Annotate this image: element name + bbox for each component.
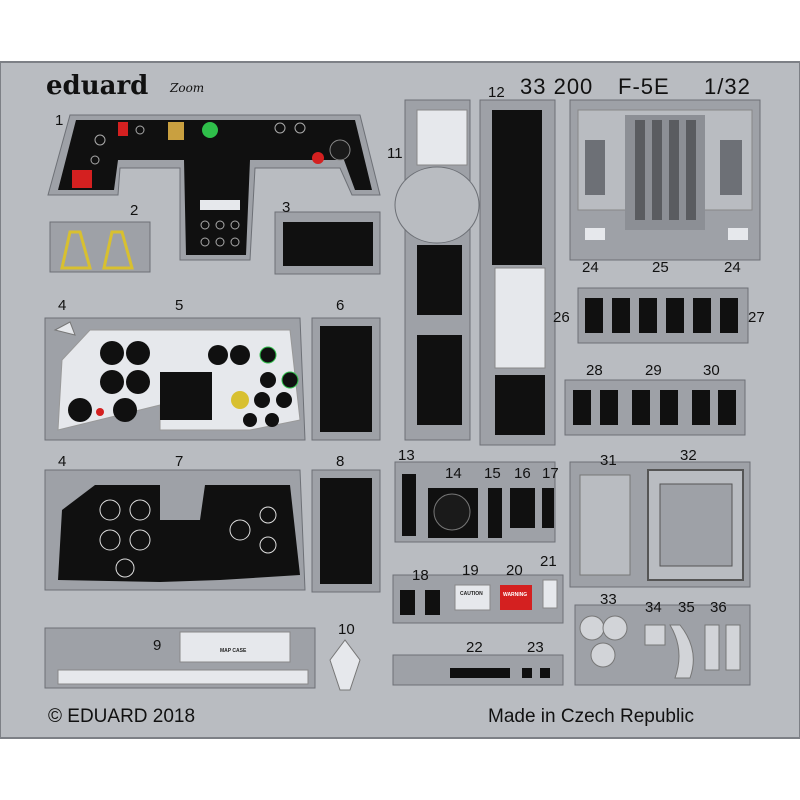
part-26-27-blocks	[577, 287, 749, 344]
part-label: 4	[58, 453, 66, 470]
aircraft-name: F-5E	[618, 74, 670, 99]
map-case-text: MAP CASE	[220, 648, 247, 654]
part-label: 13	[398, 447, 415, 464]
part-label: 1	[55, 112, 63, 129]
brand-logo: eduard	[46, 71, 148, 101]
part-label: 18	[412, 567, 429, 584]
part-label: 28	[586, 362, 603, 379]
part-18-21-placards: CAUTION WARNING	[392, 574, 564, 624]
part-10-lever	[329, 639, 361, 691]
part-label: 12	[488, 84, 505, 101]
part-label: 4	[58, 297, 66, 314]
part-label: 29	[645, 362, 662, 379]
set-number: 33 200	[520, 74, 593, 99]
part-label: 5	[175, 297, 183, 314]
part-31-32-frames	[569, 461, 751, 588]
part-1-instrument-panel	[47, 114, 381, 261]
part-label: 27	[748, 309, 765, 326]
zoom-logo: Zoom	[169, 81, 204, 95]
part-label: 35	[678, 599, 695, 616]
part-label: 36	[710, 599, 727, 616]
part-label: 3	[282, 199, 290, 216]
part-label: 15	[484, 465, 501, 482]
part-label: 10	[338, 621, 355, 638]
part-7-front-panel	[44, 469, 306, 591]
part-label: 2	[130, 202, 138, 219]
part-label: 19	[462, 562, 479, 579]
part-22-23-strips	[392, 654, 564, 686]
part-label: 17	[542, 465, 559, 482]
part-label: 8	[336, 453, 344, 470]
part-5-rear-panel	[44, 317, 306, 441]
scale: 1/32	[704, 74, 751, 99]
part-label: 14	[445, 465, 462, 482]
part-label: 6	[336, 297, 344, 314]
part-label: 33	[600, 591, 617, 608]
part-24-25-panel	[569, 99, 761, 261]
part-label: 7	[175, 453, 183, 470]
part-label: 24	[724, 259, 741, 276]
part-label: 11	[387, 145, 403, 162]
part-label: 16	[514, 465, 531, 482]
part-label: 32	[680, 447, 697, 464]
part-28-30-blocks	[564, 379, 746, 436]
part-number-labels: 1 2 3 4 5 6 4 7 8 9 10 11 12 13 14 15 16…	[55, 84, 765, 656]
part-label: 25	[652, 259, 669, 276]
part-label: 22	[466, 639, 483, 656]
part-33-36-parts	[574, 604, 751, 686]
part-label: 34	[645, 599, 662, 616]
part-12-console	[479, 99, 556, 446]
origin-text: Made in Czech Republic	[488, 706, 694, 727]
part-label: 30	[703, 362, 720, 379]
part-2-harness	[49, 221, 151, 273]
part-9-map-case: MAP CASE	[44, 627, 316, 689]
part-label: 9	[153, 637, 161, 654]
part-label: 21	[540, 553, 557, 570]
part-label: 26	[553, 309, 570, 326]
part-label: 31	[600, 452, 617, 469]
caution-text: CAUTION	[460, 591, 483, 597]
part-6-switch-panel	[311, 317, 381, 441]
part-label: 20	[506, 562, 523, 579]
copyright-text: © EDUARD 2018	[48, 706, 195, 727]
warning-text: WARNING	[503, 592, 527, 598]
part-label: 24	[582, 259, 599, 276]
part-label: 23	[527, 639, 544, 656]
part-13-17-panels	[394, 461, 556, 543]
part-3-panel	[274, 211, 381, 275]
part-11-console	[394, 99, 480, 441]
part-8-switch-panel	[311, 469, 381, 593]
